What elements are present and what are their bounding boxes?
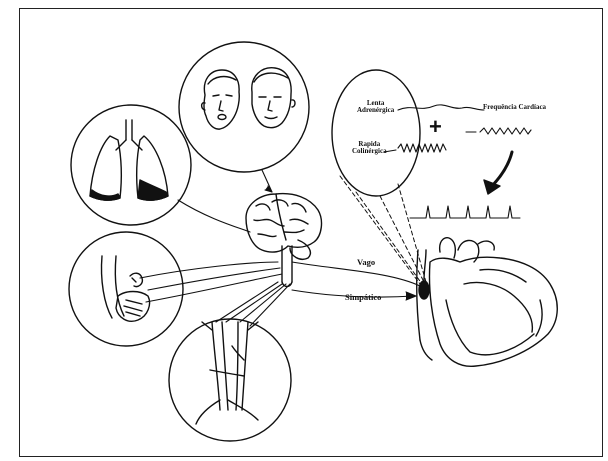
label-vago: Vago [357,258,375,267]
carotid-illustration [69,232,183,346]
vessels-illustration [169,319,291,441]
slow-wave-trace [398,105,484,110]
faces-illustration [179,42,309,172]
label-frequencia: Frequência Cardíaca [483,104,546,111]
heart-illustration [417,238,558,367]
projection-lines [340,176,426,284]
fast-wave-trace [384,144,446,152]
label-lenta-line2: Adrenérgica [357,107,394,114]
lungs-illustration [71,105,191,225]
label-simpatico: Simpático [345,293,381,302]
ecg-trace [410,206,520,218]
label-rapida-line2: Colinérgica [352,148,387,155]
plus-sign: + [429,116,442,138]
label-lenta: Lenta Adrenérgica [357,100,394,114]
response-oval [332,70,420,196]
curved-arrow [484,152,512,194]
combined-wave-trace [466,128,531,134]
label-rapida: Rapida Colinérgica [352,141,387,155]
brain-illustration [246,194,321,287]
